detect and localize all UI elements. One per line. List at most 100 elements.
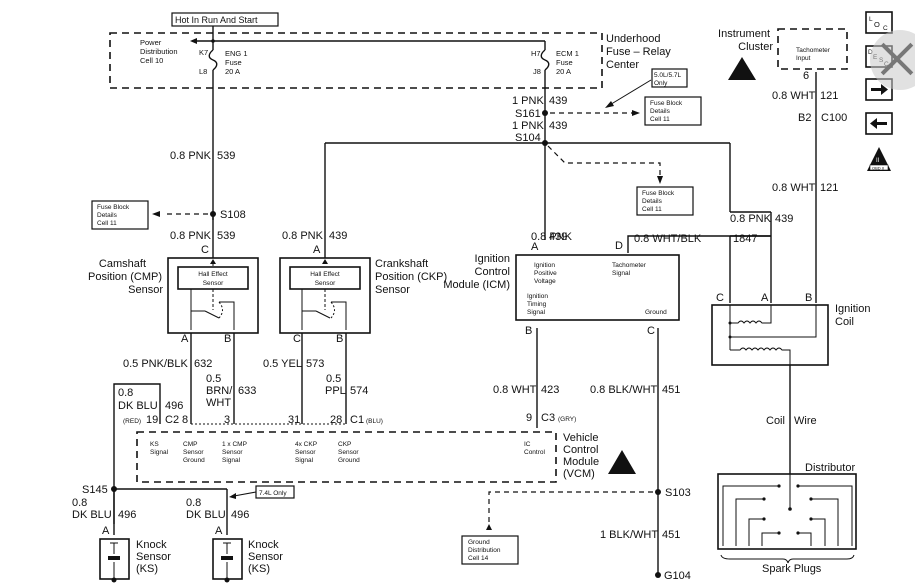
wire-pnk439-a-gauge: 1 PNK	[512, 95, 544, 107]
icm-pin-a: A	[531, 241, 539, 253]
ground-dist-label-1: Ground	[468, 539, 490, 546]
note-5-7-pointer	[607, 79, 652, 107]
cluster-pin-6: 6	[803, 70, 809, 82]
fuse-eng1-name-3: 20 A	[225, 67, 240, 76]
vcm-label-2: Control	[563, 444, 598, 456]
obd-ii-label: OBD II	[872, 166, 884, 171]
wire-wht121-top-circuit: 121	[820, 90, 838, 102]
ks-right-label-1: Knock	[248, 539, 279, 551]
close-button[interactable]	[870, 30, 915, 90]
vcm-ckp4x-2: Sensor	[295, 449, 316, 456]
vcm-label-4: (VCM)	[563, 468, 595, 480]
vcm-ckp-gnd-1: CKP	[338, 441, 351, 448]
location-button[interactable]: L O C	[865, 11, 893, 34]
wire-wht121-top-gauge: 0.8 WHT	[772, 90, 816, 102]
wire-pnk439-a-circuit: 439	[549, 95, 567, 107]
wire-brnwht-gauge-2: BRN/	[206, 385, 233, 397]
wire-yel-circuit: 573	[306, 358, 324, 370]
fuse-relay-center-boundary	[109, 32, 603, 89]
splice-s161	[542, 110, 548, 116]
vcm-cmp-gnd-3: Ground	[183, 457, 205, 464]
s103-reference-line	[488, 491, 653, 522]
knock-sensor-left-icon	[108, 542, 120, 580]
splice-s103-label: S103	[665, 487, 691, 499]
fuse-eng1-icon	[208, 49, 218, 71]
loc-letter-c: C	[883, 25, 888, 32]
power-distribution-label-2: Distribution	[140, 47, 178, 56]
cmp-label-1: Camshaft	[99, 258, 146, 270]
fuse-block-s108-box	[91, 200, 149, 230]
wire-wht-blk-1847	[627, 235, 771, 253]
wire-wht423-gauge: 0.8 WHT	[493, 384, 537, 396]
arrow-right-icon	[632, 110, 640, 116]
esd-warning-icon	[608, 450, 636, 474]
obd-ii-button[interactable]: II OBD II	[867, 147, 891, 171]
cmp-hall-label-1: Hall Effect	[198, 271, 228, 278]
wire-brnwht-circuit: 633	[238, 385, 256, 397]
ks-left-pin-a: A	[102, 525, 110, 537]
note-5-7-label-2: Only	[654, 80, 668, 87]
wire-blkwht-circuit: 451	[662, 384, 680, 396]
wire-ppl-circuit: 574	[350, 385, 368, 397]
wire-coil-pnk-circuit: 439	[775, 213, 793, 225]
splice-s104-label: S104	[515, 132, 541, 144]
vcm-ic-control-2: Control	[524, 449, 546, 456]
power-distribution-label-1: Power	[140, 38, 162, 47]
vcm-connector-c1: C1	[350, 414, 364, 426]
splice-s161-label: S161	[515, 108, 541, 120]
wire-dkblu-r-gauge-2: DK BLU	[186, 509, 226, 521]
note-5-7-label-1: 5.0L/5.7L	[654, 72, 681, 79]
hot-in-run-start-label: Hot In Run And Start	[175, 15, 258, 25]
icm-pin-c: C	[647, 325, 655, 337]
vcm-c3-color: (GRY)	[558, 416, 576, 423]
wire-dkblu-l-circuit: 496	[118, 509, 136, 521]
fuse-block-s161-label-2: Details	[650, 108, 671, 115]
wire-pnk439-b-circuit: 439	[549, 120, 567, 132]
ks-right-label-3: (KS)	[248, 563, 270, 575]
vcm-pin-8: 8	[182, 414, 188, 426]
cmp-hall-label-2: Sensor	[203, 280, 224, 287]
vcm-cmp-gnd-2: Sensor	[183, 449, 204, 456]
ground-g104	[655, 572, 661, 578]
knock-sensor-right-icon	[221, 542, 233, 580]
wire-wht-blk-gauge: 0.8 WHT/BLK	[634, 233, 702, 245]
fuse-block-s108-label-1: Fuse Block	[97, 204, 130, 211]
instrument-cluster-boundary	[777, 28, 848, 70]
vcm-ckp4x-3: Signal	[295, 457, 314, 464]
fuse-block-s104-label-2: Details	[642, 198, 663, 205]
hot-in-run-start-box	[171, 12, 279, 27]
fuse-ecm1-icon	[540, 49, 550, 71]
icm-tach-2: Signal	[612, 270, 631, 277]
ckp-label-1: Crankshaft	[375, 258, 428, 270]
fuse-ecm1-top-pin: H7	[531, 49, 541, 58]
vcm-label-3: Module	[563, 456, 599, 468]
wire-icm-pnk-circuit: 439	[549, 231, 567, 243]
ckp-hall-label-1: Hall Effect	[310, 271, 340, 278]
icm-ign-pos-3: Voltage	[534, 278, 556, 285]
fuse-eng1-bottom-pin: L8	[199, 67, 207, 76]
previous-page-button[interactable]	[865, 112, 893, 135]
cluster-tach-1: Tachometer	[796, 47, 831, 54]
secondary-winding	[730, 347, 791, 365]
icm-timing-3: Signal	[527, 309, 546, 316]
spark-plugs-label: Spark Plugs	[762, 563, 822, 575]
note-5-7-box	[651, 68, 688, 88]
cmp-pin-a: A	[181, 333, 189, 345]
wire-ppl-gauge-1: 0.5	[326, 373, 341, 385]
vcm-ckp-gnd-3: Ground	[338, 457, 360, 464]
wire-dkblu-top-gauge-1: 0.8	[118, 387, 133, 399]
wire-pnk539-bot-circuit: 539	[217, 230, 235, 242]
wire-blkwht2-gauge: 1 BLK/WHT	[600, 529, 658, 541]
wire-brnwht-gauge-3: WHT	[206, 397, 231, 409]
wire-pnkblk-circuit: 632	[194, 358, 212, 370]
vcm-connector-c3: C3	[541, 412, 555, 424]
ignition-coil-box	[711, 304, 829, 366]
coil-pin-a: A	[761, 292, 769, 304]
vcm-ic-control-1: IC	[524, 441, 531, 448]
fuse-ecm1-bottom-pin: J8	[533, 67, 541, 76]
fuse-eng1-top-pin: K7	[199, 48, 208, 57]
fuse-relay-center-label-2: Fuse – Relay	[606, 46, 671, 58]
fuse-eng1-name-1: ENG 1	[225, 49, 248, 58]
vcm-ks-signal-2: Signal	[150, 449, 169, 456]
